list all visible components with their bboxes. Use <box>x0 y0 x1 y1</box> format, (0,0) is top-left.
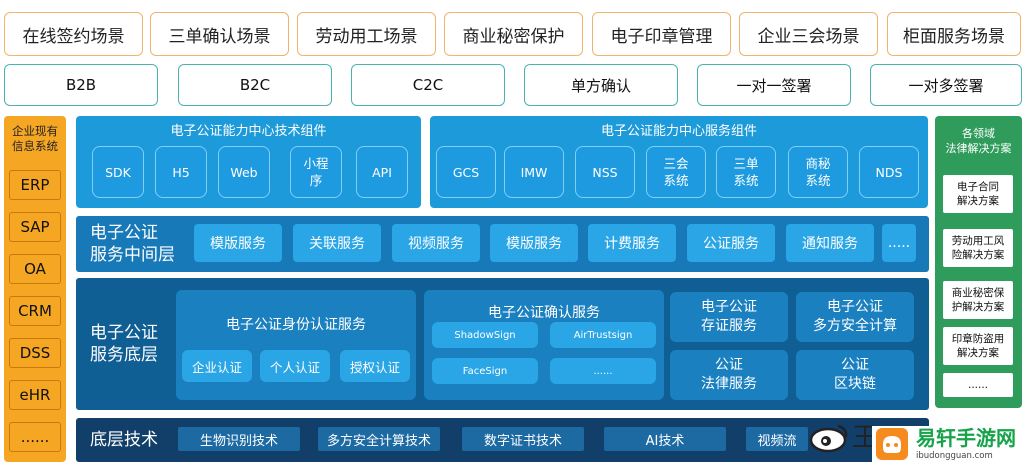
identity-service-title: 电子公证身份认证服务 <box>226 317 366 333</box>
tech-component: H5 <box>155 146 207 198</box>
scene-item: 企业三会场景 <box>739 12 878 56</box>
scene-item: 在线签约场景 <box>4 12 143 56</box>
system-item: DSS <box>9 338 61 368</box>
base-service-box: 电子公证存证服务 <box>670 292 788 342</box>
solution-item: 劳动用工风险解决方案 <box>942 228 1014 268</box>
scene-item: 电子印章管理 <box>592 12 731 56</box>
bottom-tech-item: 多方安全计算技术 <box>318 427 440 451</box>
solution-item: 印章防盗用解决方案 <box>942 326 1014 366</box>
confirm-chip: ...... <box>550 358 656 384</box>
system-item: ...... <box>9 422 61 452</box>
enterprise-systems-panel: 企业现有 信息系统 <box>4 116 66 462</box>
legal-solutions-heading: 各领域 法律解决方案 <box>945 127 1012 155</box>
tech-component: 小程序 <box>290 146 342 198</box>
bottom-tech-item: 数字证书技术 <box>462 427 584 451</box>
tech-component: Web <box>218 146 270 198</box>
solution-item: 商业秘密保护解决方案 <box>942 280 1014 320</box>
confirm-service-title: 电子公证确认服务 <box>488 305 600 321</box>
site-logo-icon <box>872 426 912 462</box>
base-service-box: 公证法律服务 <box>670 350 788 400</box>
confirm-chip: FaceSign <box>432 358 538 384</box>
system-item: OA <box>9 254 61 284</box>
tech-components-title: 电子公证能力中心技术组件 <box>170 124 327 139</box>
service-component: 商秘系统 <box>788 146 848 198</box>
mode-item: 单方确认 <box>524 64 678 106</box>
middle-service: 模版服务 <box>194 224 282 262</box>
middle-layer-title: 电子公证 服务中间层 <box>90 223 175 265</box>
base-service-box: 公证区块链 <box>796 350 914 400</box>
mode-item: C2C <box>351 64 505 106</box>
system-item: eHR <box>9 380 61 410</box>
service-component: 三单系统 <box>716 146 776 198</box>
mode-item: B2B <box>4 64 158 106</box>
scene-item: 劳动用工场景 <box>297 12 436 56</box>
service-components-title: 电子公证能力中心服务组件 <box>600 124 757 139</box>
identity-chip: 企业认证 <box>182 350 252 382</box>
base-layer-title: 电子公证 服务底层 <box>90 323 158 365</box>
identity-chip: 授权认证 <box>340 350 410 382</box>
mode-item: 一对多签署 <box>870 64 1022 106</box>
service-component: NSS <box>575 146 635 198</box>
site-watermark: 易轩手游网 ibudongguan.com <box>912 426 1022 462</box>
system-item: CRM <box>9 296 61 326</box>
identity-service-group: 电子公证身份认证服务 <box>176 290 416 400</box>
scene-item: 三单确认场景 <box>150 12 289 56</box>
service-component: 三会系统 <box>646 146 706 198</box>
service-component: GCS <box>436 146 496 198</box>
site-url: ibudongguan.com <box>916 451 993 461</box>
tech-component: API <box>356 146 408 198</box>
identity-chip: 个人认证 <box>260 350 330 382</box>
weibo-logo-icon <box>808 420 852 454</box>
middle-service: 关联服务 <box>293 224 381 262</box>
system-item: ERP <box>9 170 61 200</box>
middle-service: 计费服务 <box>588 224 676 262</box>
middle-service: 模版服务 <box>490 224 578 262</box>
middle-service: 通知服务 <box>786 224 874 262</box>
mode-item: B2C <box>178 64 332 106</box>
solution-item: 电子合同解决方案 <box>942 174 1014 214</box>
service-component: IMW <box>504 146 564 198</box>
middle-service: 公证服务 <box>687 224 775 262</box>
solution-item: ...... <box>942 372 1014 398</box>
bottom-tech-item: 视频流 <box>746 427 808 451</box>
scene-item: 柜面服务场景 <box>887 12 1021 56</box>
middle-service: 视频服务 <box>392 224 480 262</box>
scene-item: 商业秘密保护 <box>444 12 583 56</box>
middle-service: ..... <box>882 224 916 262</box>
tech-component: SDK <box>92 146 144 198</box>
system-item: SAP <box>9 212 61 242</box>
confirm-chip: ShadowSign <box>432 322 538 348</box>
mode-item: 一对一签署 <box>697 64 851 106</box>
service-component: NDS <box>859 146 919 198</box>
confirm-chip: AirTrustsign <box>550 322 656 348</box>
base-service-box: 电子公证多方安全计算 <box>796 292 914 342</box>
bottom-tech-item: AI技术 <box>604 427 726 451</box>
site-name: 易轩手游网 <box>916 426 1016 450</box>
enterprise-systems-heading: 企业现有 信息系统 <box>12 124 58 153</box>
bottom-tech-item: 生物识别技术 <box>178 427 300 451</box>
bottom-layer-title: 底层技术 <box>90 430 158 450</box>
